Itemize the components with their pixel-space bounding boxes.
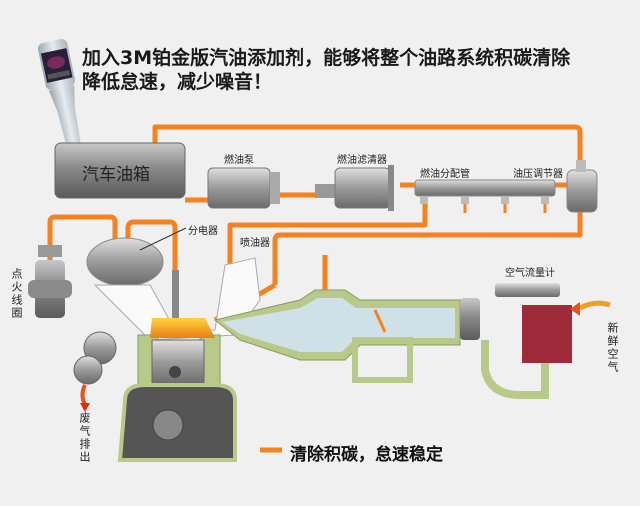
headline-line-2: 降低怠速，减少噪音！	[82, 71, 273, 93]
spark-plug	[172, 270, 179, 325]
cylinder	[117, 318, 237, 462]
additive-bottle	[37, 38, 82, 151]
headline-line-1: 加入3M铂金版汽油添加剂，能够将整个油路系统积碳清除	[82, 47, 571, 69]
pressure-regulator	[566, 160, 598, 213]
combustion-chamber	[150, 318, 215, 338]
fuel-filter-label: 燃油滤清器	[337, 155, 387, 166]
exhaust-valve	[73, 331, 117, 412]
distributor-label: 分电器	[188, 226, 218, 237]
connector	[315, 184, 335, 198]
headline: 加入3M铂金版汽油添加剂，能够将整个油路系统积碳清除 降低怠速，减少噪音！	[82, 46, 570, 94]
injector-label: 喷油器	[240, 238, 270, 249]
air-flow-meter	[460, 283, 611, 399]
ignition-coil-label: 点火线圈	[10, 268, 23, 320]
piston	[151, 339, 205, 386]
exhaust-label: 废气排出	[78, 412, 91, 464]
fuel-tank	[54, 142, 186, 199]
fresh-air-label: 新鲜空气	[606, 322, 619, 374]
fuel-filter	[334, 165, 394, 211]
air-flow-meter-label: 空气流量计	[505, 268, 555, 279]
fuel-pump-label: 燃油泵	[224, 155, 254, 166]
fuel-tank-label: 汽车油箱	[82, 165, 150, 185]
pressure-regulator-label: 油压调节器	[513, 169, 563, 180]
intake-manifold	[213, 289, 461, 383]
fuel-rail-label: 燃油分配管	[420, 169, 470, 180]
bottom-caption: 清除积碳，怠速稳定	[290, 445, 443, 465]
fuel-rail	[414, 179, 556, 204]
fuel-pump	[207, 167, 280, 209]
distributor	[86, 227, 187, 287]
ignition-coil	[28, 245, 72, 318]
